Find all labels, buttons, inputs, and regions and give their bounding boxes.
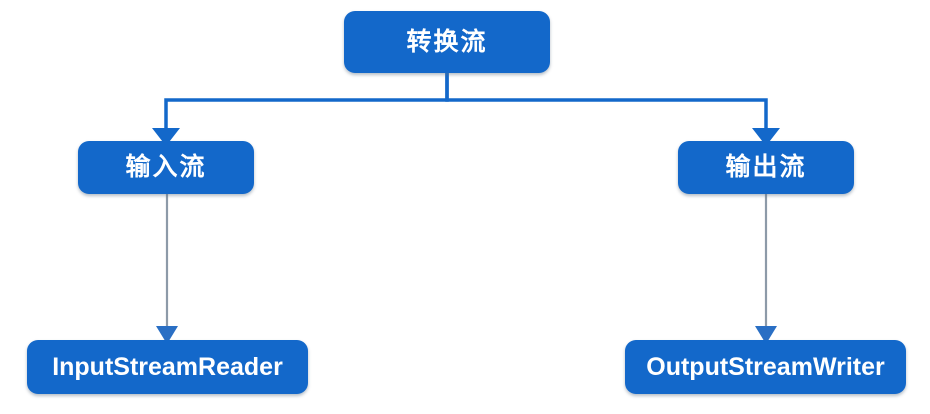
node-output-stream-label: 输出流 <box>725 153 807 181</box>
node-output-stream[interactable]: 输出流 <box>678 141 854 194</box>
node-output-stream-writer-label: OutputStreamWriter <box>646 352 885 381</box>
edge-root-to-children <box>152 73 780 146</box>
edge-output-stream-to-writer <box>755 194 777 344</box>
node-root[interactable]: 转换流 <box>344 11 550 73</box>
edge-root-to-output-stream-line <box>445 73 768 130</box>
node-input-stream[interactable]: 输入流 <box>78 141 254 194</box>
node-input-stream-reader-label: InputStreamReader <box>52 352 283 381</box>
node-output-stream-writer[interactable]: OutputStreamWriter <box>625 340 906 394</box>
edge-input-stream-to-reader <box>156 194 178 344</box>
edge-root-to-input-stream-line <box>164 73 449 130</box>
node-input-stream-reader[interactable]: InputStreamReader <box>27 340 308 394</box>
node-root-label: 转换流 <box>406 27 488 56</box>
node-input-stream-label: 输入流 <box>125 153 207 181</box>
